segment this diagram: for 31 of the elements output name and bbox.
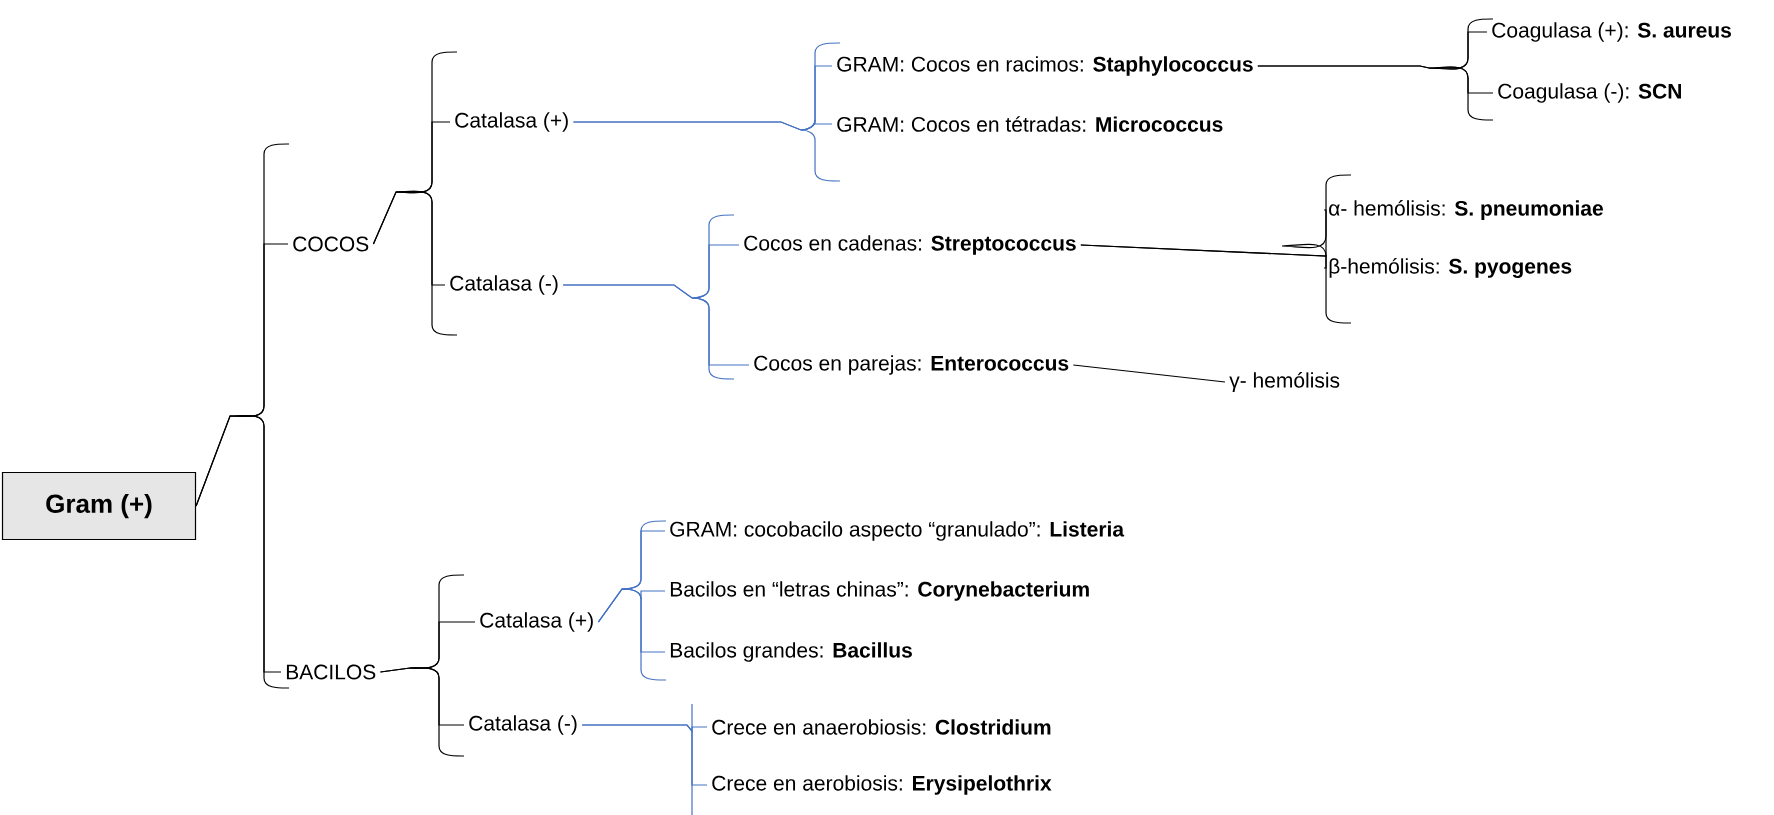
- node-label: Coagulasa (-): SCN: [1498, 83, 1681, 103]
- node-label: Crece en aerobiosis: Erysipelothrix: [712, 775, 1052, 795]
- node-label: GRAM: cocobacilo aspecto “granulado”: Listeria: [670, 521, 1125, 541]
- bracket-connector: [597, 588, 666, 653]
- node-label: Bacilos en “letras chinas”: Corynebacterium: [670, 581, 1089, 601]
- node-label: Coagulasa (+): S. aureus: [1492, 22, 1731, 42]
- title-box: Gram (+): [1, 471, 197, 541]
- node-label: Catalasa (-): [450, 275, 558, 295]
- node-label: GRAM: Cocos en racimos: Staphylococcus: [837, 56, 1253, 76]
- bracket-connector: [572, 119, 833, 131]
- node-label: Catalasa (-): [469, 715, 577, 735]
- node-label: COCOS: [293, 236, 369, 252]
- bracket-connector: [581, 724, 708, 786]
- node-label: Catalasa (+): [455, 112, 568, 132]
- bracket-connector: [1072, 364, 1226, 383]
- bracket-connector: [379, 667, 465, 726]
- bracket-connector: [562, 284, 750, 366]
- node-label: GRAM: Cocos en tétradas: Micrococcus: [837, 116, 1223, 132]
- bracket-connector: [1257, 65, 1494, 94]
- node-label: Bacilos grandes: Bacillus: [670, 642, 912, 662]
- node-label: α- hemólisis: S. pneumoniae: [1329, 200, 1603, 220]
- node-label: Crece en anaerobiosis: Clostridium: [712, 719, 1051, 735]
- node-label: Cocos en parejas: Enterococcus: [754, 355, 1069, 375]
- node-label: γ- hemólisis: [1229, 372, 1340, 392]
- node-label: β-hemólisis: S. pyogenes: [1329, 258, 1572, 278]
- bracket-connector: [195, 414, 282, 673]
- bracket-connector: [372, 190, 446, 286]
- bracket-connector: [1080, 244, 1327, 269]
- node-label: Catalasa (+): [480, 612, 593, 632]
- node-label: Cocos en cadenas: Streptococcus: [744, 235, 1076, 255]
- node-label: BACILOS: [286, 664, 376, 680]
